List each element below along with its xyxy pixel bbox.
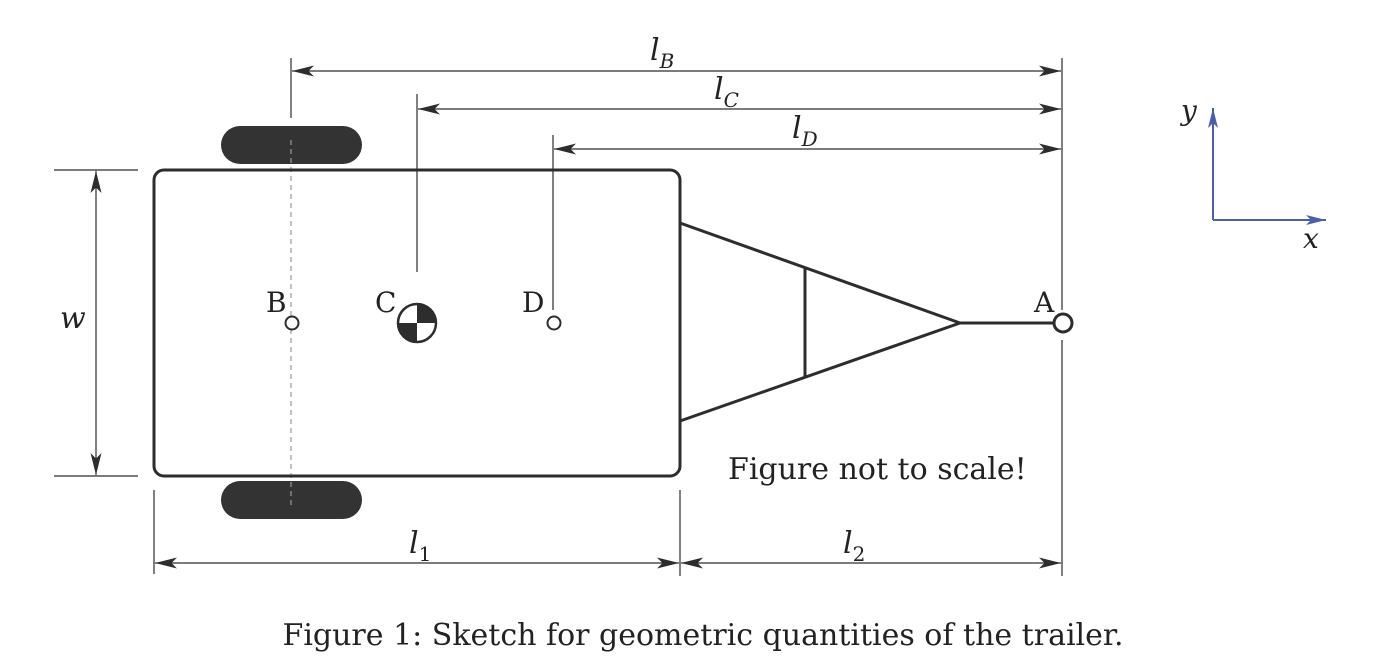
- point-b-marker: [284, 315, 300, 331]
- point-a-marker: [1052, 312, 1074, 334]
- point-a-label: A: [1033, 286, 1055, 319]
- dimension-label-l2: l2: [843, 526, 865, 566]
- point-c-label: C: [375, 286, 396, 319]
- not-to-scale-note: Figure not to scale!: [728, 452, 1027, 487]
- y-axis-label: y: [1179, 94, 1198, 127]
- point-d-marker: [546, 315, 562, 331]
- dimension-label-lb: lB: [650, 33, 674, 73]
- dimension-label-w: w: [60, 301, 86, 336]
- dimension-label-ld: lD: [792, 111, 818, 151]
- dimension-label-l1: l1: [409, 526, 431, 566]
- point-d-label: D: [522, 286, 544, 319]
- coordinate-axes: y x: [1179, 94, 1326, 255]
- drawbar: [679, 221, 1054, 423]
- point-b-label: B: [266, 286, 287, 319]
- extension-lines: [54, 58, 1063, 576]
- figure-caption: Figure 1: Sketch for geometric quantitie…: [283, 618, 1124, 653]
- x-axis-label: x: [1303, 222, 1319, 255]
- dimension-label-lc: lC: [714, 72, 739, 112]
- center-of-gravity-icon: [396, 302, 438, 344]
